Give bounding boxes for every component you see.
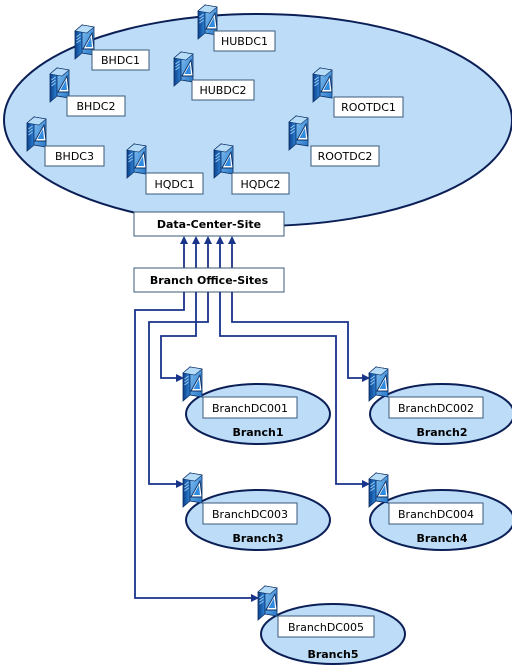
server-icon <box>368 366 389 402</box>
server-hubdc1: HUBDC1 <box>197 4 276 52</box>
server-label: BHDC2 <box>77 100 116 113</box>
branch-site-3: BranchDC003 Branch3 <box>182 472 331 551</box>
branch-name: Branch3 <box>232 532 283 545</box>
branch-dc-label-box <box>388 502 484 525</box>
server-label-box <box>145 172 204 195</box>
branch-dc-label-box <box>202 502 298 525</box>
branch-office-sites-label: Branch Office-Sites <box>150 274 269 287</box>
server-label: BHDC3 <box>55 150 94 163</box>
server-label: ROOTDC2 <box>318 150 373 163</box>
server-label-box <box>231 172 290 195</box>
server-label: HQDC1 <box>154 178 194 191</box>
branch-dc-label-box <box>202 396 298 419</box>
branch-dc-label-box <box>388 396 484 419</box>
branch-dc-label-box <box>277 615 375 638</box>
server-rootdc2: ROOTDC2 <box>288 115 380 167</box>
server-label-box <box>44 145 105 167</box>
server-label: HQDC2 <box>240 178 280 191</box>
branch-name: Branch5 <box>307 648 358 661</box>
server-label-box <box>191 79 255 101</box>
branch-office-sites-box <box>133 267 285 293</box>
server-hqdc1: HQDC1 <box>126 143 204 195</box>
server-label-box <box>213 30 276 52</box>
replication-arrows <box>180 236 236 268</box>
branch-dc-label: BranchDC003 <box>212 508 288 521</box>
server-label: ROOTDC1 <box>341 101 396 114</box>
branch-site-2: BranchDC002 Branch2 <box>368 366 512 445</box>
connector-branch5 <box>134 292 259 602</box>
server-label-box <box>333 96 404 118</box>
server-label-box <box>91 49 150 71</box>
server-bhdc3: BHDC3 <box>26 116 105 167</box>
branch-dc-label: BranchDC004 <box>398 508 474 521</box>
connector-branch2 <box>231 292 370 382</box>
server-label: HUBDC2 <box>199 84 246 97</box>
branch-name: Branch1 <box>232 426 283 439</box>
branch-connectors <box>134 292 370 602</box>
server-hubdc2: HUBDC2 <box>173 51 255 101</box>
server-rootdc1: ROOTDC1 <box>312 67 404 118</box>
branch-dc-label: BranchDC002 <box>398 402 474 415</box>
branch-site-5: BranchDC005 Branch5 <box>257 585 406 665</box>
branch-dc-label: BranchDC005 <box>288 621 364 634</box>
branch-name: Branch4 <box>416 532 467 545</box>
data-center-site-box <box>133 211 285 237</box>
branch-site-1: BranchDC001 Branch1 <box>182 366 331 445</box>
branch-site-4: BranchDC004 Branch4 <box>368 472 512 551</box>
connector-branch1 <box>160 292 197 382</box>
server-label-box <box>310 145 380 167</box>
server-bhdc2: BHDC2 <box>49 67 126 117</box>
server-hqdc2: HQDC2 <box>213 143 290 195</box>
branch-dc-label: BranchDC001 <box>212 402 288 415</box>
server-label: BHDC1 <box>101 54 140 67</box>
connector-branch4 <box>219 292 370 488</box>
server-icon <box>182 472 203 508</box>
server-icon <box>257 585 278 621</box>
server-icon <box>182 366 203 402</box>
server-label: HUBDC1 <box>221 35 268 48</box>
data-center-site-label: Data-Center-Site <box>157 218 261 231</box>
server-label-box <box>66 95 126 117</box>
server-icon <box>368 472 389 508</box>
connector-branch3 <box>148 292 209 488</box>
branch-name: Branch2 <box>416 426 467 439</box>
server-bhdc1: BHDC1 <box>74 24 150 71</box>
